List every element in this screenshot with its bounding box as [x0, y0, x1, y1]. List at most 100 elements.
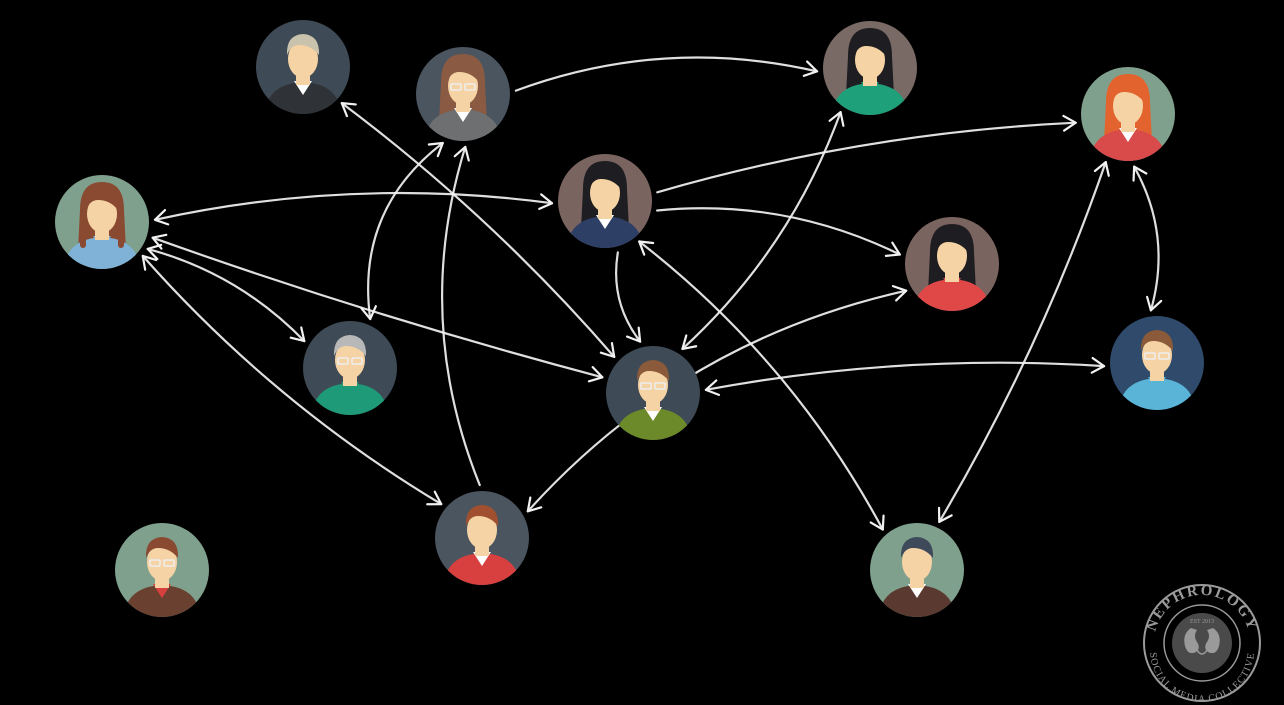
arrowhead-end	[599, 341, 616, 358]
arrowhead-start	[891, 285, 908, 302]
glasses-icon	[337, 357, 349, 365]
edge-woman-red-hair-to-man-blue-shirt	[1132, 165, 1163, 312]
shirt	[124, 585, 200, 617]
shirt	[444, 553, 520, 585]
shirt	[425, 109, 501, 141]
avatar-figure	[265, 34, 341, 114]
edge-line	[514, 56, 819, 92]
arrowhead-end	[538, 193, 554, 210]
avatar-figure	[425, 54, 501, 141]
glasses-icon	[1144, 352, 1156, 360]
arrowhead-start	[1093, 161, 1110, 177]
avatar-man-brown-suit	[870, 523, 964, 617]
shirt	[1119, 378, 1195, 410]
edge-line	[615, 251, 642, 343]
edge-woman-black-hair-to-man-mustache	[615, 251, 642, 343]
avatar-woman-red-top	[905, 217, 999, 311]
edge-line	[656, 207, 901, 256]
arrowhead-end	[453, 145, 470, 162]
avatar-man-mustache	[606, 346, 700, 440]
hair	[286, 34, 320, 55]
face	[902, 543, 932, 581]
hair	[465, 505, 499, 526]
face	[855, 41, 885, 79]
face	[1142, 336, 1172, 374]
edge-woman-red-top-to-man-beard	[526, 285, 908, 513]
hair	[588, 168, 622, 189]
avatar-figure	[312, 335, 388, 415]
avatar-figure	[124, 537, 200, 617]
face	[448, 67, 478, 105]
edge-layer	[141, 56, 1163, 531]
arrowhead-end	[1090, 356, 1106, 374]
arrowhead-end	[426, 490, 443, 506]
hair	[333, 335, 367, 356]
arrowhead-end	[625, 326, 642, 343]
arrowhead-end	[869, 514, 885, 531]
arrowhead-start	[704, 379, 721, 396]
avatar-woman-headband	[115, 523, 209, 617]
shirt	[265, 82, 341, 114]
avatar-man-gray-suit	[256, 20, 350, 114]
avatar-woman-black-hair	[558, 154, 652, 248]
avatar-figure	[1090, 74, 1166, 161]
edge-girl-braids-to-man-beard	[141, 254, 443, 506]
edge-line	[938, 161, 1107, 523]
avatar-figure	[567, 161, 643, 248]
hair	[900, 537, 934, 558]
edge-woman-glasses-to-old-man-green	[360, 141, 444, 321]
shirt	[567, 216, 643, 248]
avatar-figure	[832, 28, 908, 115]
hair	[935, 231, 969, 252]
avatar-figure	[64, 182, 140, 269]
glasses-icon	[149, 559, 161, 567]
hair	[85, 189, 119, 210]
arrowhead-end	[587, 366, 604, 383]
avatar-figure	[615, 360, 691, 440]
arrowhead-start	[146, 243, 163, 261]
arrowhead-start	[427, 141, 444, 158]
arrowhead-end	[937, 506, 953, 523]
arrowhead-start	[153, 208, 170, 226]
avatar-man-beard	[435, 491, 529, 585]
face	[1113, 87, 1143, 125]
shirt	[914, 279, 990, 311]
edge-girl-braids-to-man-mustache	[151, 233, 604, 383]
arrowhead-start	[340, 102, 357, 118]
avatar-figure	[444, 505, 520, 585]
seal-est-text: EST 2013	[1190, 619, 1214, 625]
edge-man-beard-to-woman-glasses	[441, 145, 481, 487]
edge-woman-glasses-to-woman-teal	[514, 56, 819, 92]
face	[335, 341, 365, 379]
edge-line	[681, 110, 842, 351]
hair	[1140, 330, 1174, 351]
edge-line	[441, 145, 481, 487]
avatar-woman-glasses	[416, 47, 510, 141]
glasses-icon	[450, 83, 462, 91]
arrowhead-start	[151, 233, 168, 250]
face	[590, 174, 620, 212]
arrowhead-end	[289, 326, 306, 343]
edge-line	[526, 289, 908, 513]
edge-girl-braids-to-old-man-green	[146, 243, 306, 343]
edge-line	[638, 240, 884, 531]
face	[87, 195, 117, 233]
edge-woman-black-hair-to-man-brown-suit	[638, 240, 885, 531]
arrowhead-start	[638, 240, 655, 256]
face	[288, 40, 318, 78]
shirt	[879, 585, 955, 617]
edge-line	[1133, 165, 1160, 312]
arrowhead-end	[1062, 114, 1077, 132]
arrowhead-start	[141, 254, 158, 271]
face	[467, 511, 497, 549]
edge-man-gray-suit-to-man-mustache	[340, 102, 616, 358]
shirt	[312, 383, 388, 415]
edge-woman-red-hair-to-man-brown-suit	[937, 161, 1110, 523]
hair	[446, 61, 480, 82]
shirt	[1090, 129, 1166, 161]
edge-line	[704, 361, 1106, 391]
edge-line	[656, 121, 1077, 194]
avatar-figure	[879, 537, 955, 617]
